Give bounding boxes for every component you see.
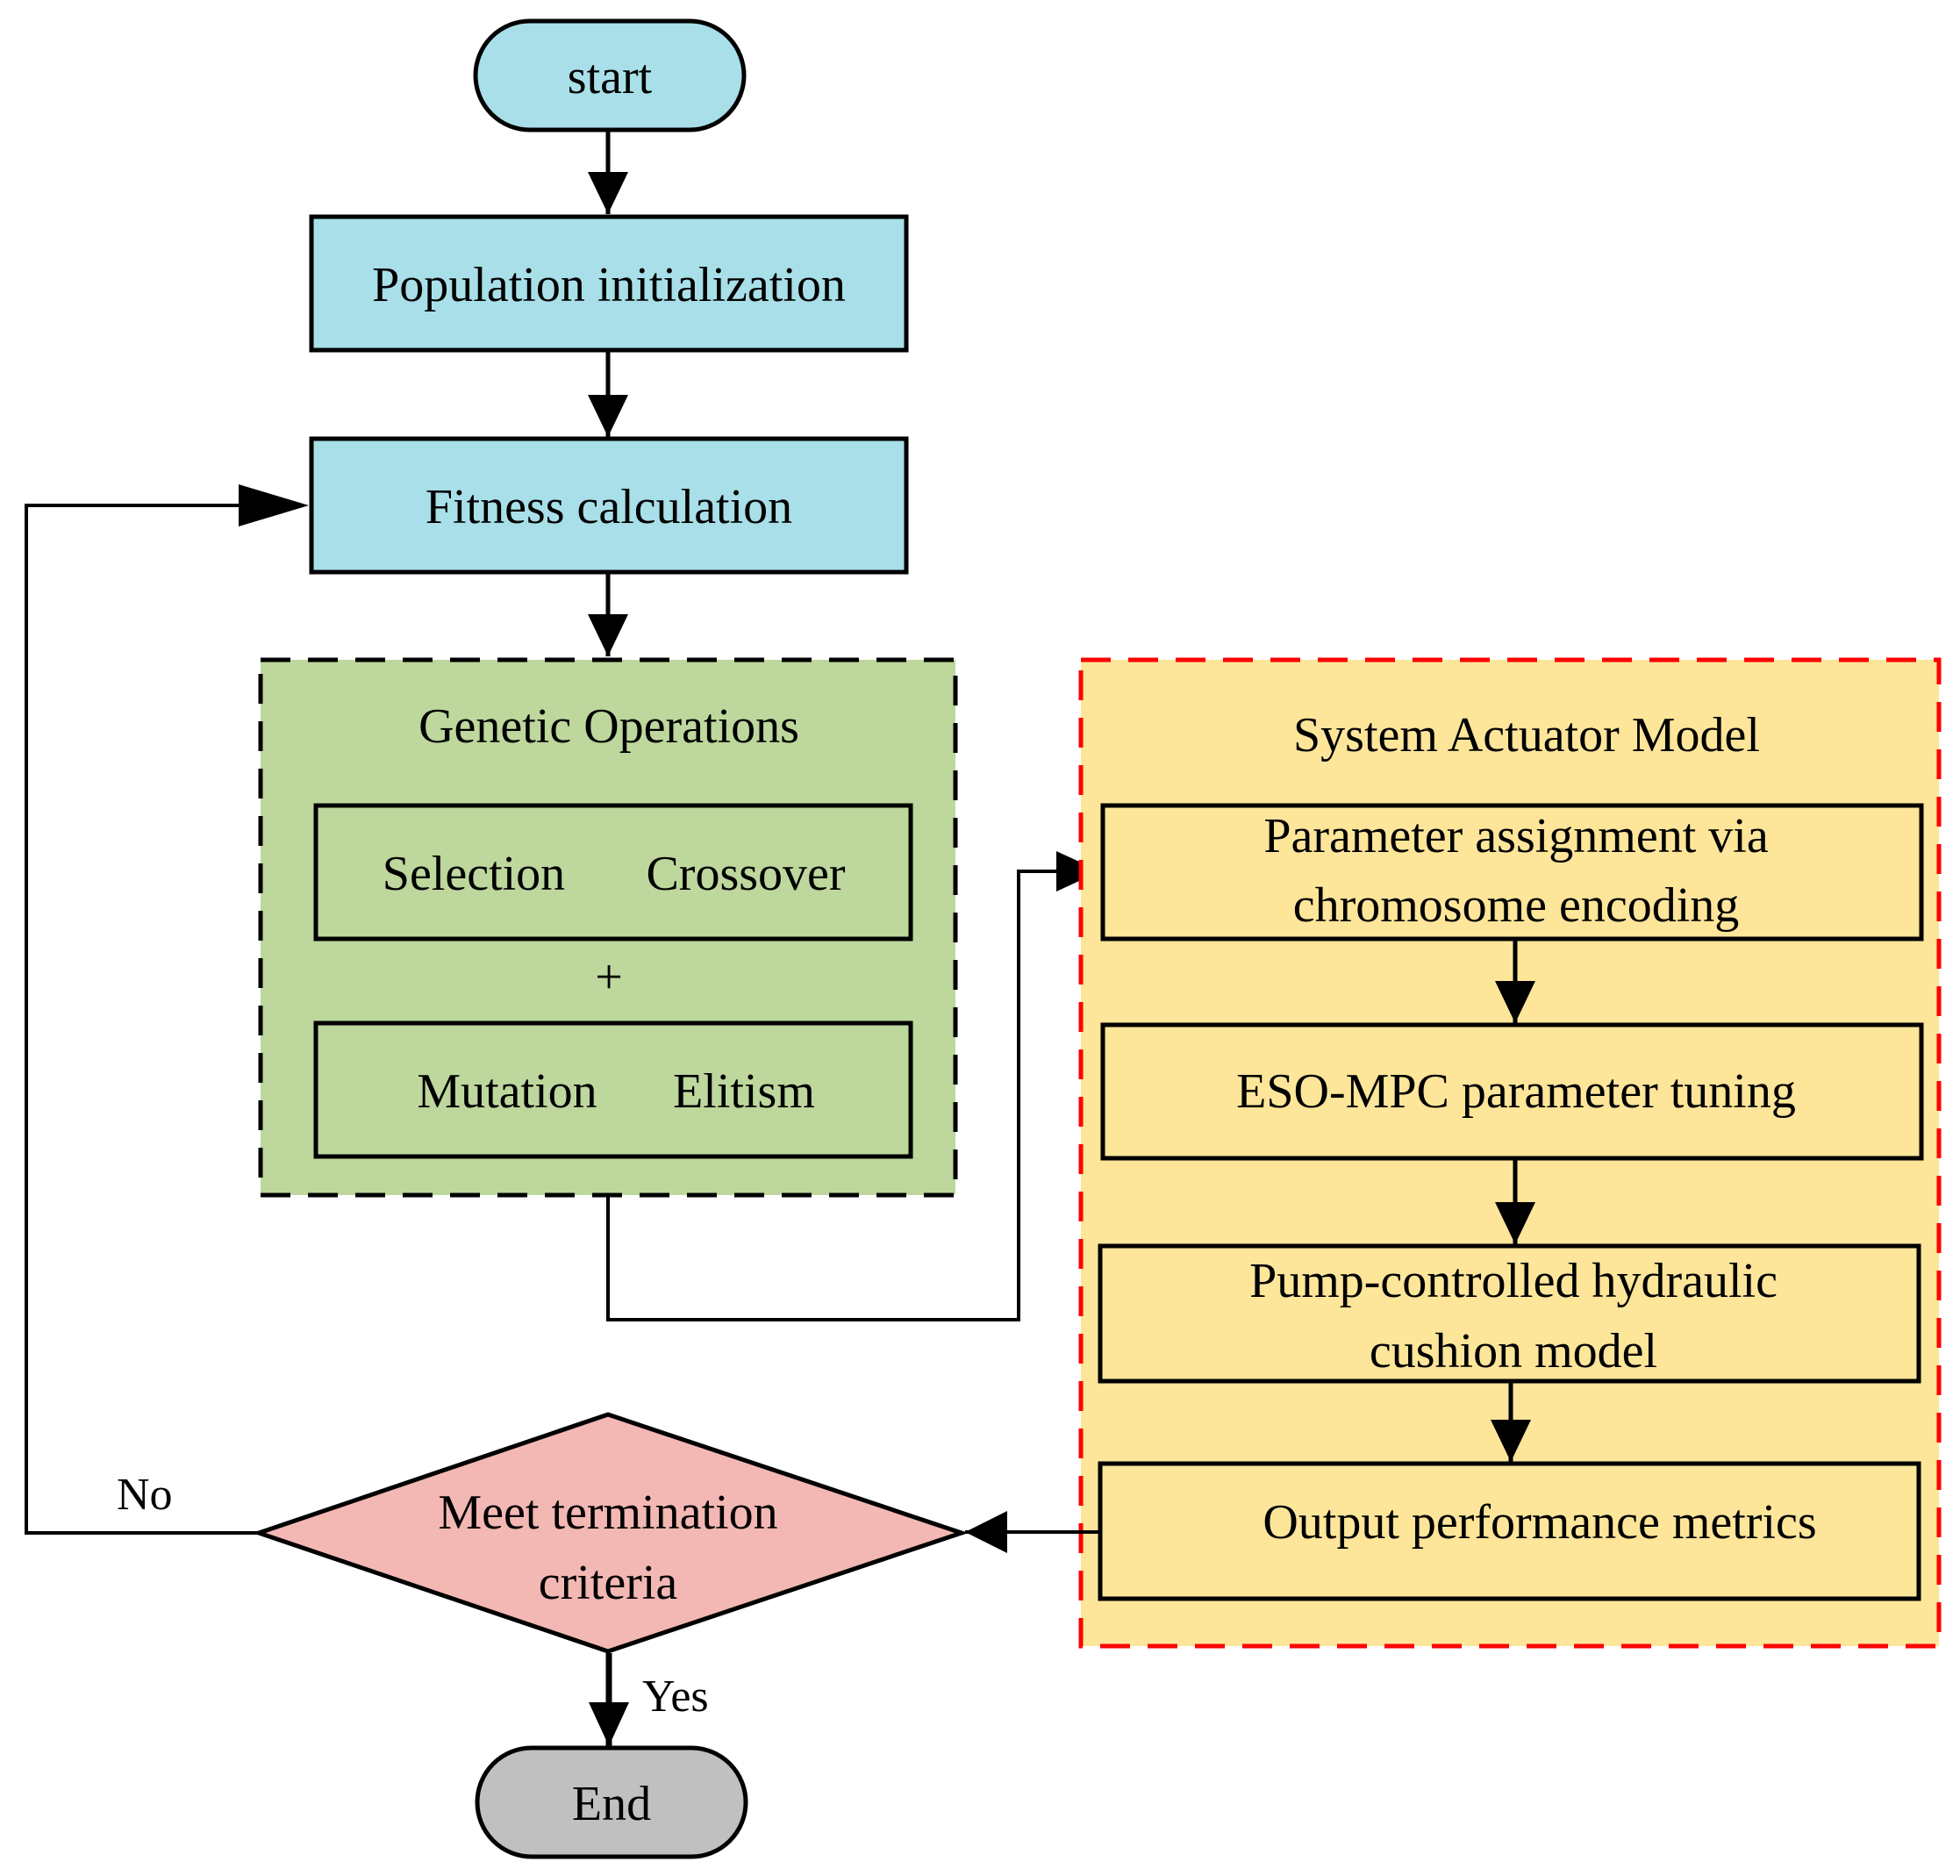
decision-line1: Meet termination <box>438 1486 777 1540</box>
edge-no-loop <box>25 504 263 1535</box>
eso-mpc-label: ESO-MPC parameter tuning <box>1236 1064 1796 1119</box>
start-label: start <box>568 50 653 104</box>
arrowhead-eso-to-pump <box>1495 1202 1535 1244</box>
no-label: No <box>117 1470 173 1520</box>
arrowhead-fitness-to-genetic <box>588 614 628 656</box>
population-init-label: Population initialization <box>372 258 846 312</box>
param-assign-line1: Parameter assignment via <box>1263 809 1769 863</box>
pump-line2: cushion model <box>1370 1324 1657 1378</box>
yes-label: Yes <box>642 1672 709 1722</box>
termination-decision <box>252 1412 969 1654</box>
elitism-label: Elitism <box>673 1064 815 1119</box>
output-metrics-label: Output performance metrics <box>1263 1495 1816 1550</box>
pump-model-box <box>1098 1243 1921 1384</box>
fitness-calc-label: Fitness calculation <box>426 480 792 534</box>
param-assign-line2: chromosome encoding <box>1293 878 1740 933</box>
arrowhead-pump-to-output <box>1491 1420 1531 1462</box>
genetic-ops-title: Genetic Operations <box>418 699 799 754</box>
arrowhead-param-to-eso <box>1495 981 1535 1023</box>
arrowhead-genetic-to-actuator <box>1056 851 1100 891</box>
arrowhead-population-to-fitness <box>588 395 628 437</box>
mutation-elitism-box <box>313 1020 913 1159</box>
selection-label: Selection <box>383 847 565 901</box>
system-actuator-title: System Actuator Model <box>1293 708 1760 763</box>
end-label: End <box>572 1777 651 1831</box>
population-init-box <box>309 214 909 353</box>
arrowhead-decision-to-end <box>589 1702 629 1746</box>
mutation-label: Mutation <box>417 1064 597 1119</box>
edge-genetic-to-actuator <box>606 870 1098 1321</box>
arrowhead-start-to-population <box>588 172 628 214</box>
output-metrics-box <box>1098 1461 1921 1601</box>
fitness-calc-box <box>309 436 909 575</box>
start-terminal <box>473 18 747 132</box>
end-terminal <box>475 1745 748 1859</box>
arrowhead-no-loop <box>239 484 309 526</box>
pump-line1: Pump-controlled hydraulic <box>1249 1254 1778 1308</box>
plus-sign: + <box>595 950 623 1005</box>
decision-line2: criteria <box>539 1556 678 1610</box>
selection-crossover-box <box>313 803 913 942</box>
crossover-label: Crossover <box>646 847 845 901</box>
arrowhead-output-to-decision <box>965 1511 1007 1553</box>
param-assign-box <box>1100 803 1924 942</box>
eso-mpc-box <box>1100 1022 1924 1161</box>
